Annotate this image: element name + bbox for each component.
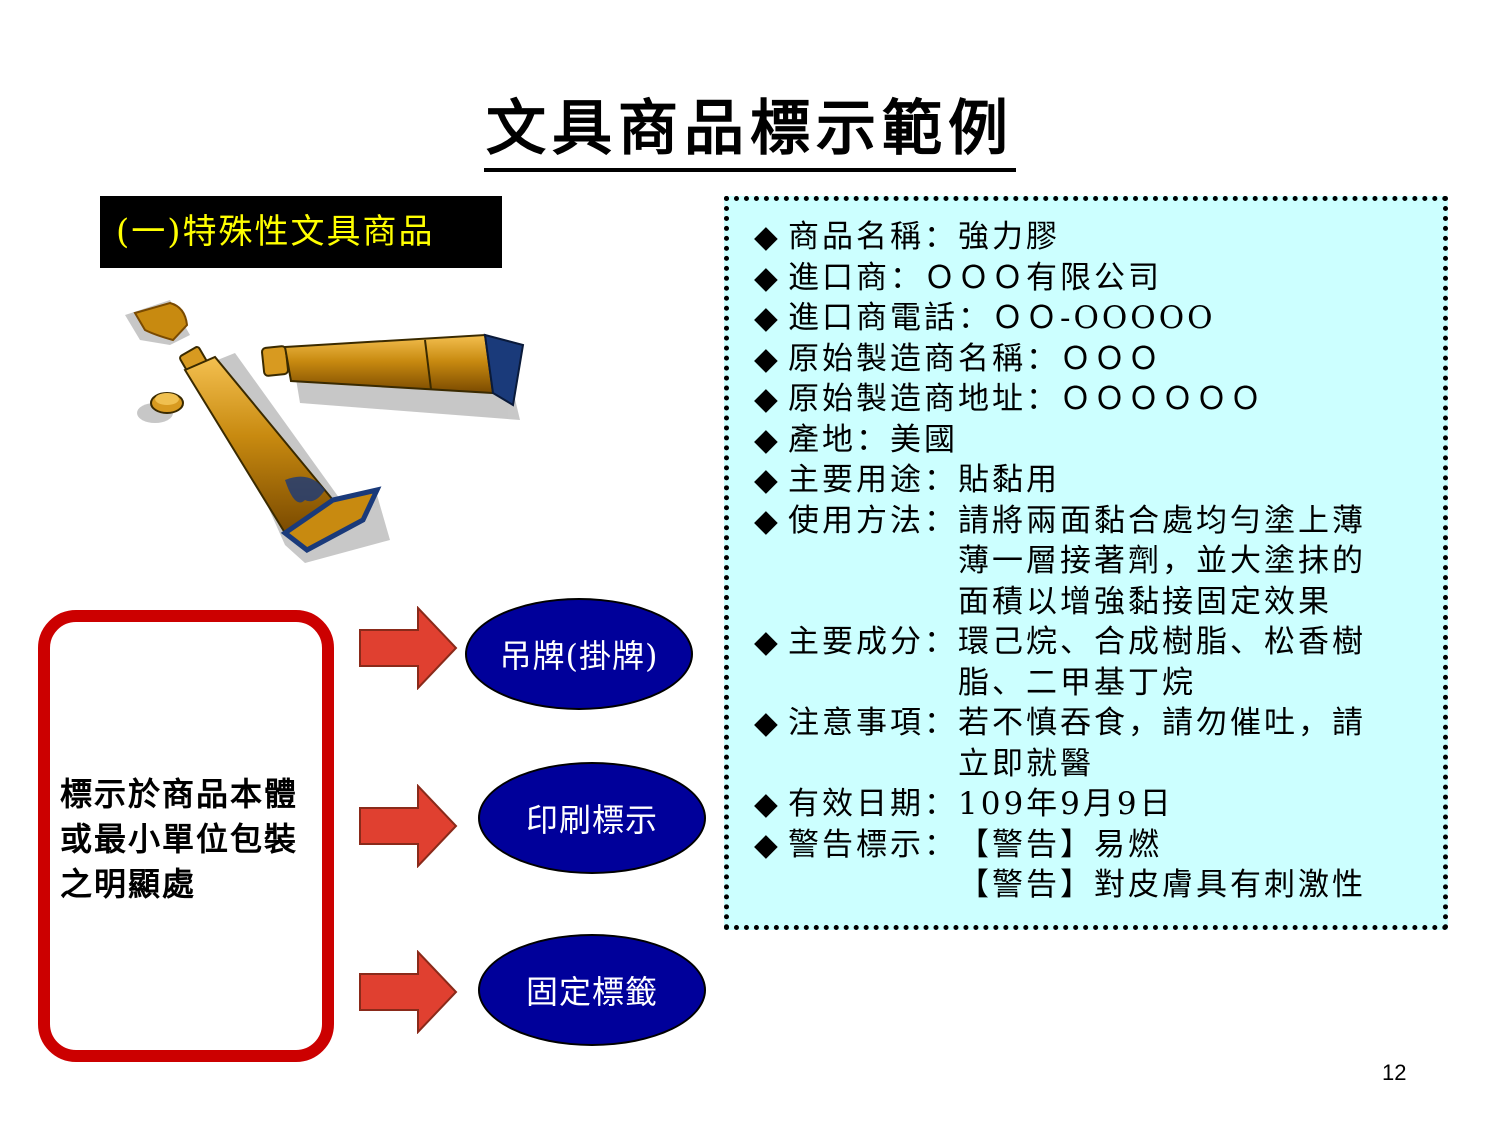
diamond-bullet-icon: ◆ bbox=[754, 259, 781, 296]
info-item-label: 原始製造商地址： bbox=[788, 381, 1060, 417]
slide-title: 文具商品標示範例 bbox=[0, 80, 1500, 172]
glue-tube-illustration bbox=[125, 300, 525, 563]
arrow-right-icon bbox=[359, 606, 458, 690]
info-item-label: 產地： bbox=[788, 421, 890, 458]
info-item: ◆原始製造商地址：ＯＯＯＯＯＯ bbox=[754, 379, 1444, 420]
info-item: ◆注意事項： 若不慎吞食，請勿催吐，請 立即就醫 bbox=[754, 703, 1444, 784]
diamond-bullet-icon: ◆ bbox=[754, 421, 781, 458]
info-item-value: ＯＯ-OOOOO bbox=[992, 300, 1216, 336]
arrow-right-icon bbox=[359, 950, 458, 1034]
diamond-bullet-icon: ◆ bbox=[754, 300, 781, 336]
info-item-value: 若不慎吞食，請勿催吐，請 立即就醫 bbox=[958, 705, 1366, 782]
info-item: ◆產地：美國 bbox=[754, 420, 1444, 461]
diamond-bullet-icon: ◆ bbox=[754, 624, 781, 660]
hang-tag-ellipse: 吊牌(掛牌) bbox=[465, 598, 693, 710]
info-item-value: 請將兩面黏合處均勻塗上薄 薄一層接著劑，並大塗抹的 面積以增強黏接固定效果 bbox=[958, 502, 1366, 620]
info-item-label: 進口商電話： bbox=[788, 300, 992, 336]
info-item-value: 美國 bbox=[890, 421, 958, 458]
product-label-info-list: ◆商品名稱：強力膠◆進口商：ＯＯＯ有限公司◆進口商電話：ＯＯ-OOOOO◆原始製… bbox=[754, 217, 1444, 906]
print-label-ellipse: 印刷標示 bbox=[478, 762, 706, 874]
info-item: ◆主要用途：貼黏用 bbox=[754, 460, 1444, 501]
info-item-value: 貼黏用 bbox=[958, 462, 1060, 498]
info-item-label: 主要用途： bbox=[788, 462, 958, 498]
info-item: ◆使用方法：請將兩面黏合處均勻塗上薄 薄一層接著劑，並大塗抹的 面積以增強黏接固… bbox=[754, 501, 1444, 623]
diamond-bullet-icon: ◆ bbox=[754, 381, 781, 417]
product-label-info-box bbox=[724, 196, 1448, 930]
slide-title-text: 文具商品標示範例 bbox=[484, 94, 1016, 172]
info-item: ◆進口商電話：ＯＯ-OOOOO bbox=[754, 298, 1444, 339]
info-item: ◆有效日期：109年9月9日 bbox=[754, 784, 1444, 825]
info-item-label: 有效日期： bbox=[788, 786, 958, 822]
fixed-label-ellipse: 固定標籤 bbox=[478, 934, 706, 1046]
info-item-label: 商品名稱： bbox=[788, 219, 958, 255]
info-item-label: 注意事項： bbox=[788, 705, 958, 741]
info-item-value: 【警告】易燃 【警告】對皮膚具有刺激性 bbox=[958, 826, 1366, 904]
info-item-value: ＯＯＯＯＯＯ bbox=[1060, 381, 1264, 417]
diamond-bullet-icon: ◆ bbox=[754, 705, 781, 741]
label-location-text: 標示於商品本體或最小單位包裝之明顯處 bbox=[60, 775, 299, 903]
info-item-value: 環己烷、合成樹脂、松香樹 脂、二甲基丁烷 bbox=[958, 624, 1366, 701]
info-item-label: 警告標示： bbox=[788, 826, 958, 863]
diamond-bullet-icon: ◆ bbox=[754, 786, 781, 822]
diamond-bullet-icon: ◆ bbox=[754, 462, 781, 498]
info-item-value: 強力膠 bbox=[958, 219, 1060, 255]
diamond-bullet-icon: ◆ bbox=[754, 826, 781, 863]
info-item-label: 主要成分： bbox=[788, 624, 958, 660]
info-item-label: 原始製造商名稱： bbox=[788, 340, 1060, 377]
info-item-value: 109年9月9日 bbox=[958, 786, 1174, 822]
diamond-bullet-icon: ◆ bbox=[754, 219, 781, 255]
section-label: (一)特殊性文具商品 bbox=[100, 196, 502, 268]
info-item-label: 進口商： bbox=[788, 259, 924, 296]
info-item: ◆主要成分：環己烷、合成樹脂、松香樹 脂、二甲基丁烷 bbox=[754, 622, 1444, 703]
page-number: 12 bbox=[1382, 1060, 1407, 1085]
info-item-value: ＯＯＯ有限公司 bbox=[924, 259, 1162, 296]
info-item-label: 使用方法： bbox=[788, 502, 958, 539]
info-item: ◆警告標示：【警告】易燃 【警告】對皮膚具有刺激性 bbox=[754, 825, 1444, 906]
info-item: ◆原始製造商名稱：ＯＯＯ bbox=[754, 339, 1444, 380]
info-item: ◆進口商：ＯＯＯ有限公司 bbox=[754, 258, 1444, 299]
info-item-value: ＯＯＯ bbox=[1060, 340, 1162, 377]
diamond-bullet-icon: ◆ bbox=[754, 340, 781, 377]
info-item: ◆商品名稱：強力膠 bbox=[754, 217, 1444, 258]
arrow-right-icon bbox=[359, 784, 458, 868]
diamond-bullet-icon: ◆ bbox=[754, 502, 781, 539]
label-location-box bbox=[38, 610, 334, 1062]
